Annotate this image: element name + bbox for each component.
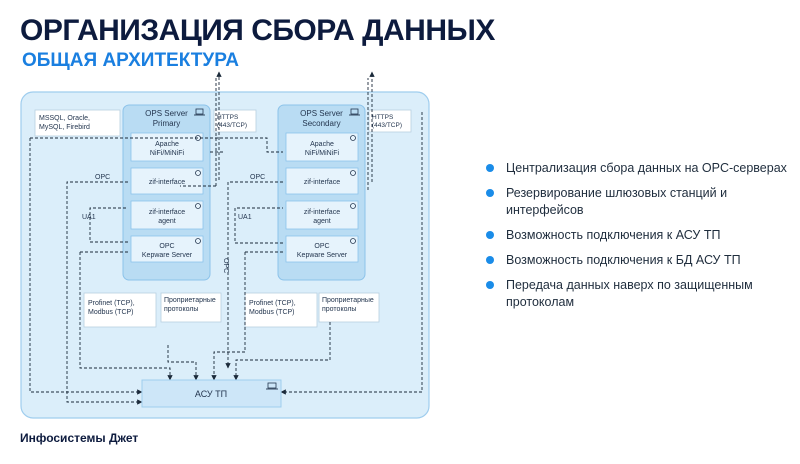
- feature-text: Централизация сбора данных на OPC-сервер…: [506, 161, 787, 175]
- module-label: zif-interface: [304, 209, 340, 216]
- bullet-dot-icon: [486, 256, 494, 264]
- asu-tp-box: АСУ ТП: [141, 379, 282, 408]
- module-box: zif-interface: [285, 167, 359, 195]
- module-box: zif-interface agent: [285, 200, 359, 230]
- module-status-icon: [195, 170, 201, 176]
- module-label: Kepware Server: [142, 252, 193, 259]
- protocols-label: Profinet (TCP),: [88, 300, 135, 307]
- module-label: OPC: [314, 243, 329, 250]
- company-logo-text: Инфосистемы Джет: [20, 431, 139, 445]
- ua1-label: UA1: [82, 214, 96, 221]
- protocols-box: Profinet (TCP), Modbus (TCP): [244, 292, 318, 328]
- module-status-icon: [350, 135, 356, 141]
- db-list-box: MSSQL, Oracle, MySQL, Firebird: [34, 109, 121, 137]
- opc-label: OPC: [250, 174, 265, 181]
- laptop-icon: [194, 108, 205, 116]
- feature-text: Передача данных наверх по защищенным про…: [506, 278, 753, 309]
- bullet-dot-icon: [486, 164, 494, 172]
- proprietary-label: Проприетарные: [322, 297, 374, 304]
- server-title: OPS Server: [300, 109, 343, 118]
- module-label: Apache: [155, 141, 179, 148]
- https-box: HTTPS(443/TCP): [213, 109, 257, 133]
- bullet-dot-icon: [486, 189, 494, 197]
- server-title: OPS Server: [145, 109, 188, 118]
- proprietary-label: протоколы: [164, 306, 198, 313]
- https-box: HTTPS(443/TCP): [368, 109, 412, 133]
- laptop-icon: [267, 382, 277, 389]
- module-status-icon: [350, 170, 356, 176]
- connection-lines: [29, 71, 423, 405]
- module-label: agent: [313, 218, 331, 225]
- feature-text: Возможность подключения к АСУ ТП: [506, 228, 721, 242]
- module-status-icon: [195, 203, 201, 209]
- module-label: zif-interface: [149, 209, 185, 216]
- feature-item: Возможность подключения к БД АСУ ТП: [484, 252, 794, 269]
- proprietary-box: Проприетарные протоколы: [160, 292, 222, 323]
- feature-item: Передача данных наверх по защищенным про…: [484, 277, 794, 311]
- protocols-label: Profinet (TCP),: [249, 300, 296, 307]
- module-label: zif-interface: [149, 179, 185, 186]
- module-box: zif-interface agent: [130, 200, 204, 230]
- module-status-icon: [350, 203, 356, 209]
- module-label: zif-interface: [304, 179, 340, 186]
- module-status-icon: [350, 238, 356, 244]
- bullet-dot-icon: [486, 231, 494, 239]
- db-list-line: MSSQL, Oracle,: [39, 115, 90, 122]
- opc-label: OPC: [95, 174, 110, 181]
- page-title: ОРГАНИЗАЦИЯ СБОРА ДАННЫХ: [20, 14, 495, 47]
- proprietary-label: Проприетарные: [164, 297, 216, 304]
- module-label: Kepware Server: [297, 252, 348, 259]
- diagram-panel: [20, 91, 430, 419]
- feature-list: Централизация сбора данных на OPC-сервер…: [484, 160, 794, 319]
- protocols-box: Profinet (TCP), Modbus (TCP): [83, 292, 157, 328]
- feature-item: Централизация сбора данных на OPC-сервер…: [484, 160, 794, 177]
- module-box: OPC Kepware Server: [130, 235, 204, 263]
- asu-tp-label: АСУ ТП: [195, 389, 227, 399]
- server-title: Primary: [153, 119, 181, 128]
- protocols-label: Modbus (TCP): [88, 309, 134, 316]
- feature-item: Резервирование шлюзовых станций и интерф…: [484, 185, 794, 219]
- proprietary-label: протоколы: [322, 306, 356, 313]
- module-label: Apache: [310, 141, 334, 148]
- module-box: zif-interface: [130, 167, 204, 195]
- feature-text: Возможность подключения к БД АСУ ТП: [506, 253, 741, 267]
- proprietary-box: Проприетарные протоколы: [318, 292, 380, 323]
- laptop-icon: [349, 108, 360, 116]
- module-label: agent: [158, 218, 176, 225]
- feature-text: Резервирование шлюзовых станций и интерф…: [506, 186, 728, 217]
- module-label: NiFi/MiNiFi: [150, 150, 185, 157]
- module-status-icon: [195, 238, 201, 244]
- module-label: NiFi/MiNiFi: [305, 150, 340, 157]
- module-box: OPC Kepware Server: [285, 235, 359, 263]
- module-label: OPC: [159, 243, 174, 250]
- https-label: (443/TCP): [217, 122, 247, 129]
- ua1-label: UA1: [238, 214, 252, 221]
- https-label: (443/TCP): [372, 122, 402, 129]
- server-title: Secondary: [302, 119, 340, 128]
- db-list-line: MySQL, Firebird: [39, 124, 90, 131]
- opc-vertical-label: OPC: [222, 258, 229, 273]
- https-label: HTTPS: [217, 114, 239, 121]
- page-subtitle: ОБЩАЯ АРХИТЕКТУРА: [22, 50, 239, 71]
- https-label: HTTPS: [372, 114, 394, 121]
- feature-item: Возможность подключения к АСУ ТП: [484, 227, 794, 244]
- protocols-label: Modbus (TCP): [249, 309, 295, 316]
- bullet-dot-icon: [486, 281, 494, 289]
